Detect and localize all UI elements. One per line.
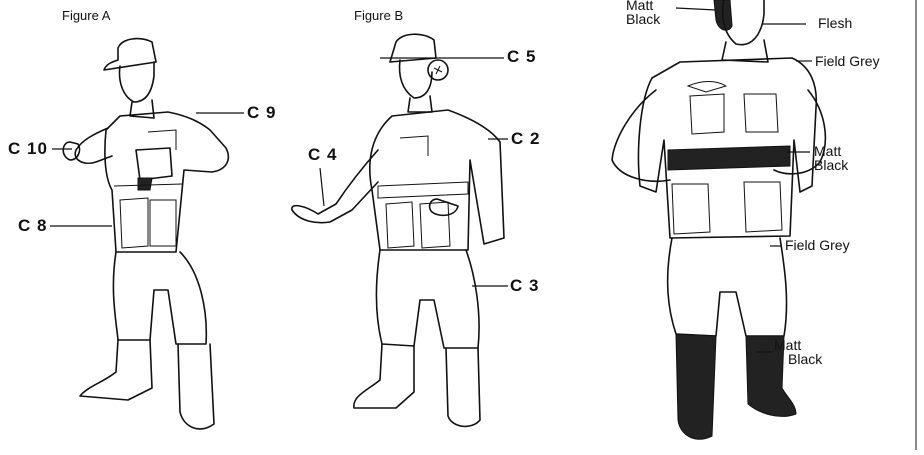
- figure-b-soldier: [291, 33, 505, 428]
- label-c9: C 9: [247, 103, 277, 122]
- label-c8: C 8: [18, 216, 48, 235]
- label-c4: C 4: [308, 145, 338, 164]
- paint-label-matt-black-belt: Matt Black: [814, 143, 849, 173]
- paint-label-field-grey-top: Field Grey: [815, 53, 880, 69]
- label-c3: C 3: [510, 276, 540, 295]
- label-c2: C 2: [511, 129, 541, 148]
- figure-a-title: Figure A: [62, 8, 111, 23]
- label-c10: C 10: [8, 139, 48, 158]
- paint-label-flesh: Flesh: [818, 15, 853, 31]
- paint-label-field-grey-trousers: Field Grey: [785, 237, 850, 253]
- leader-c4: [319, 167, 325, 207]
- figure-a-soldier: [62, 37, 230, 430]
- figure-b-title: Figure B: [354, 8, 404, 23]
- paint-label-matt-black-boots: Matt Black: [774, 337, 823, 367]
- label-c5: C 5: [507, 47, 537, 66]
- figure-c-soldier: [611, 0, 827, 440]
- leader-matt-black-head: [675, 7, 717, 11]
- paint-label-matt-black-head: Matt Black: [626, 0, 661, 27]
